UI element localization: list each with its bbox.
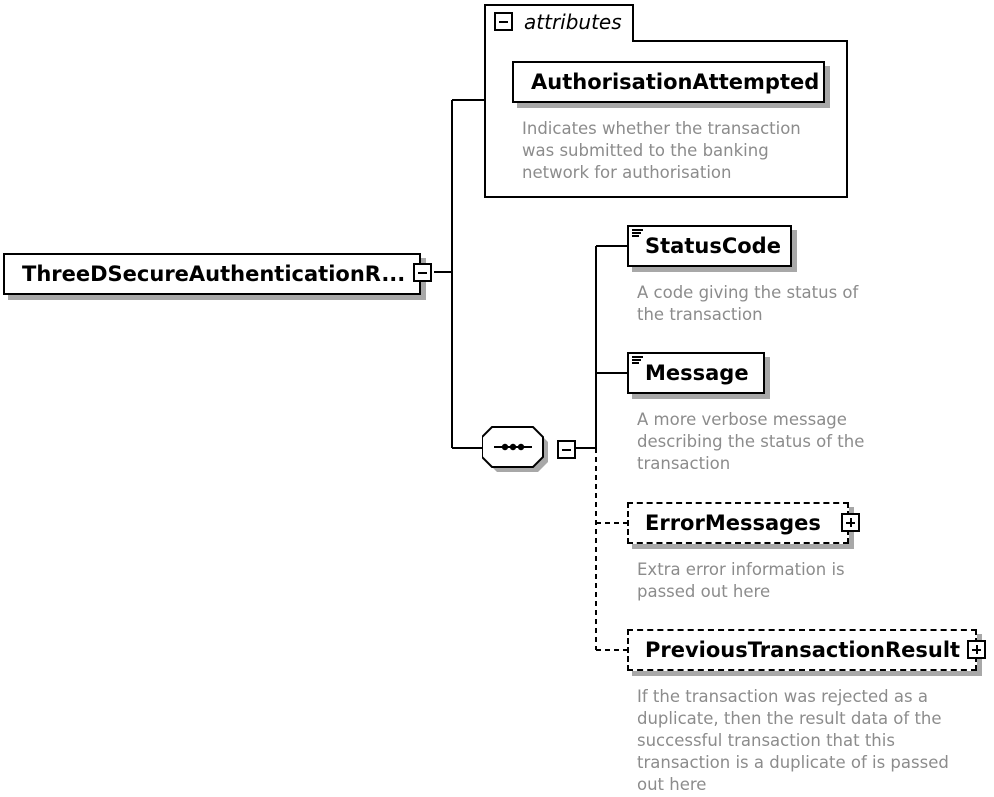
element-label: PreviousTransactionResult	[645, 637, 961, 662]
element-error-messages[interactable]: ErrorMessages	[627, 502, 849, 544]
root-element-label: ThreeDSecureAuthenticationR...	[22, 261, 406, 286]
simple-content-icon	[632, 229, 644, 239]
attribute-doc: Indicates whether the transaction was su…	[522, 119, 801, 182]
root-element[interactable]: ThreeDSecureAuthenticationR...	[3, 253, 421, 295]
sequence-collapse-icon[interactable]	[557, 440, 576, 459]
element-label: ErrorMessages	[645, 510, 821, 535]
element-doc: A code giving the status of the transact…	[637, 283, 859, 324]
sequence-compositor-icon[interactable]	[482, 424, 578, 478]
element-message[interactable]: Message	[627, 352, 765, 394]
simple-content-icon	[632, 356, 644, 366]
element-label: StatusCode	[645, 233, 781, 258]
attributes-collapse-icon[interactable]	[494, 12, 513, 31]
element-doc: A more verbose message describing the st…	[637, 410, 865, 473]
attribute-label: AuthorisationAttempted	[531, 69, 820, 94]
attribute-authorisation-attempted[interactable]: AuthorisationAttempted	[512, 61, 825, 103]
expand-icon[interactable]	[967, 640, 986, 659]
element-doc: Extra error information is passed out he…	[637, 560, 845, 601]
element-status-code[interactable]: StatusCode	[627, 225, 792, 267]
collapse-icon[interactable]	[413, 263, 432, 282]
element-doc: If the transaction was rejected as a dup…	[637, 687, 949, 794]
element-previous-transaction-result[interactable]: PreviousTransactionResult	[627, 629, 977, 671]
expand-icon[interactable]	[841, 513, 860, 532]
element-label: Message	[645, 360, 749, 385]
attributes-label: attributes	[524, 10, 622, 34]
